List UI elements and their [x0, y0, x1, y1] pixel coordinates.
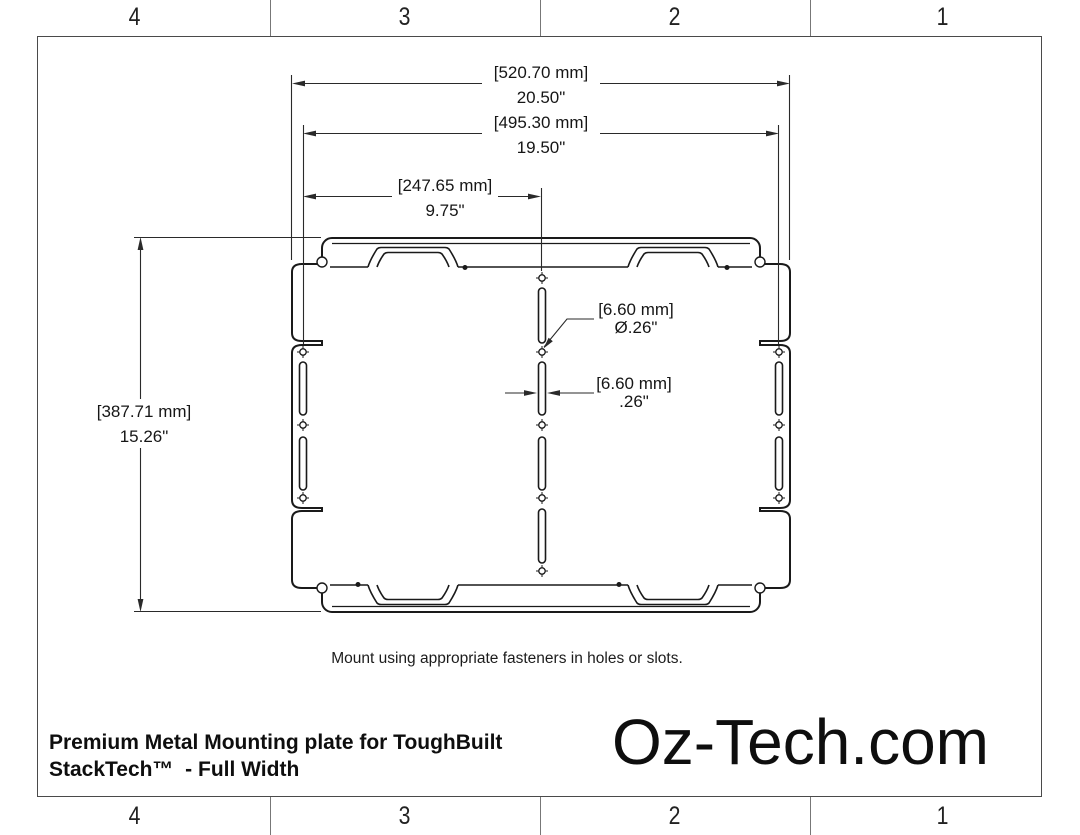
dim-overall-height-inch: 15.26": [119, 427, 169, 446]
mounting-note: Mount using appropriate fasteners in hol…: [331, 650, 683, 667]
zone-label-top-2: 2: [668, 3, 682, 31]
zone-divider: [270, 0, 271, 36]
zone-label-bottom-3: 3: [398, 802, 412, 830]
dim-half-width: [247.65 mm] 9.75": [398, 177, 493, 220]
zone-divider: [810, 797, 811, 835]
dim-overall-width: [520.70 mm] 20.50": [494, 64, 589, 107]
dim-slot-width-inch: .26": [619, 392, 649, 411]
drawing-frame: [37, 36, 1042, 797]
drawing-title: Premium Metal Mounting plate for ToughBu…: [49, 729, 502, 783]
drawing-title-line2: StackTech™ - Full Width: [49, 758, 300, 781]
dim-hole-diameter-mm: [6.60 mm]: [598, 300, 674, 319]
mounting-slots: [298, 287, 784, 564]
zone-divider: [270, 797, 271, 835]
brand-logo-text: Oz-Tech.com: [612, 706, 989, 778]
zone-divider: [810, 0, 811, 36]
dimension-arrowheads: [137, 80, 790, 612]
dimension-lines: [134, 75, 791, 613]
dim-hole-span-width-inch: 19.50": [516, 138, 566, 157]
zone-label-bottom-2: 2: [668, 802, 682, 830]
dim-hole-diameter-inch: Ø.26": [614, 318, 658, 337]
dim-hole-span-width-mm: [495.30 mm]: [493, 113, 589, 132]
dim-hole-span-width: [495.30 mm] 19.50": [494, 114, 589, 157]
zone-divider: [540, 797, 541, 835]
dim-slot-width-mm: [6.60 mm]: [596, 374, 672, 393]
zone-label-bottom-1: 1: [936, 802, 950, 830]
zone-label-top-4: 4: [128, 3, 142, 31]
dim-overall-height-mm: [387.71 mm]: [96, 402, 192, 421]
dim-half-width-mm: [247.65 mm]: [397, 176, 493, 195]
dim-slot-width: [6.60 mm] .26": [596, 375, 672, 411]
dim-overall-width-inch: 20.50": [516, 88, 566, 107]
dim-overall-width-mm: [520.70 mm]: [493, 63, 589, 82]
drawing-title-line1: Premium Metal Mounting plate for ToughBu…: [49, 731, 503, 754]
dim-half-width-inch: 9.75": [425, 201, 465, 220]
dim-hole-diameter: [6.60 mm] Ø.26": [598, 301, 674, 337]
zone-label-top-1: 1: [936, 3, 950, 31]
dim-overall-height: [387.71 mm] 15.26": [97, 403, 192, 446]
zone-label-bottom-4: 4: [128, 802, 142, 830]
zone-divider: [540, 0, 541, 36]
pilot-dots: [355, 265, 730, 587]
zone-label-top-3: 3: [398, 3, 412, 31]
